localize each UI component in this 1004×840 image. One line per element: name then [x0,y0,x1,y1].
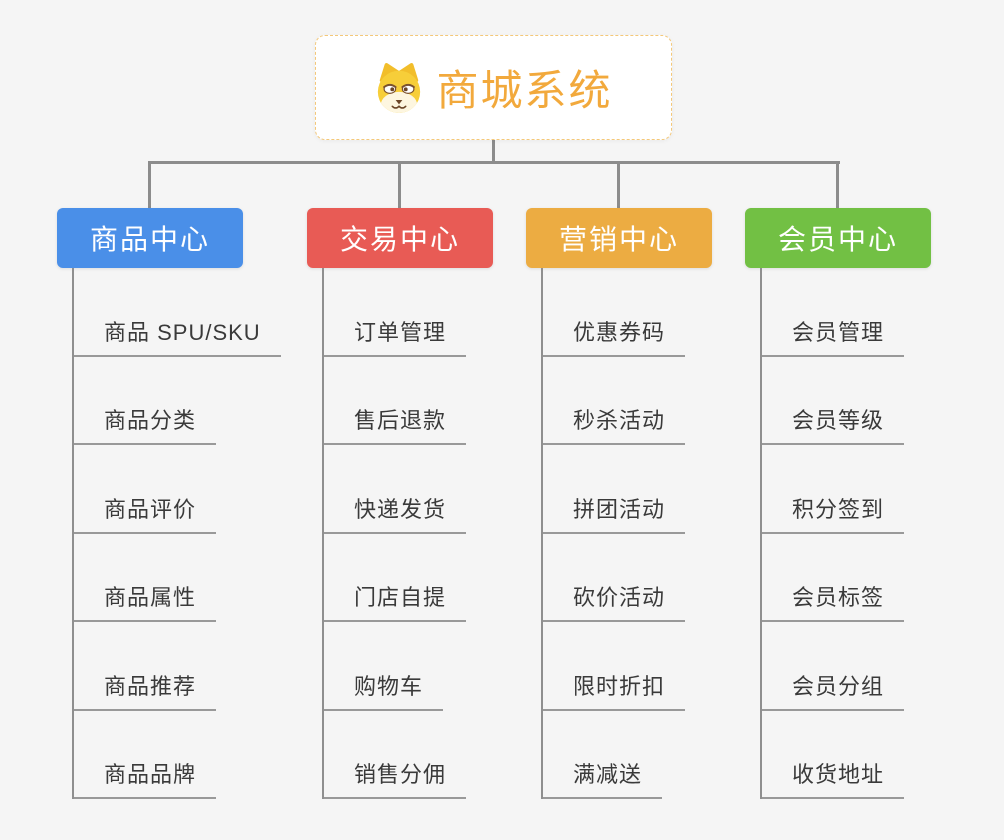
leaf-node[interactable]: 拼团活动 [543,445,686,534]
branch-label: 交易中心 [339,224,460,255]
leaf-node[interactable]: 秒杀活动 [543,357,686,445]
leaf-node[interactable]: 砍价活动 [543,534,686,622]
leaf-node[interactable]: 满减送 [543,711,685,799]
leaf-node[interactable]: 限时折扣 [543,622,686,711]
branch-column-product: 商品中心 商品 SPU/SKU 商品分类 商品评价 商品属性 商品推荐 商品品牌 [57,208,281,799]
dog-face-icon [374,62,424,114]
leaf-node[interactable]: 会员等级 [762,357,905,445]
leaf-node[interactable]: 商品属性 [74,534,281,622]
leaf-node[interactable]: 商品 SPU/SKU [74,268,281,357]
branch-children-trade: 订单管理 售后退款 快递发货 门店自提 购物车 销售分佣 [322,268,467,799]
branch-column-trade: 交易中心 订单管理 售后退款 快递发货 门店自提 购物车 销售分佣 [307,208,493,799]
connector-root-stub [492,139,495,164]
leaf-node[interactable]: 商品分类 [74,357,281,445]
leaf-node[interactable]: 购物车 [324,622,466,711]
branch-children-member: 会员管理 会员等级 积分签到 会员标签 会员分组 收货地址 [760,268,905,799]
root-node[interactable]: 商城系统 [315,35,672,140]
leaf-node[interactable]: 销售分佣 [324,711,467,799]
branch-column-member: 会员中心 会员管理 会员等级 积分签到 会员标签 会员分组 收货地址 [745,208,931,799]
leaf-node[interactable]: 积分签到 [762,445,905,534]
leaf-node[interactable]: 优惠券码 [543,268,686,357]
root-title: 商城系统 [436,67,613,114]
leaf-node[interactable]: 快递发货 [324,445,467,534]
leaf-node[interactable]: 订单管理 [324,268,467,357]
leaf-node[interactable]: 收货地址 [762,711,905,799]
branch-children-product: 商品 SPU/SKU 商品分类 商品评价 商品属性 商品推荐 商品品牌 [72,268,281,799]
branch-label: 商品中心 [89,224,210,255]
branch-node-trade-center[interactable]: 交易中心 [307,208,493,268]
branch-node-member-center[interactable]: 会员中心 [745,208,931,268]
connector-drop-product [148,161,151,209]
branch-label: 会员中心 [777,224,898,255]
branch-node-marketing-center[interactable]: 营销中心 [526,208,712,268]
leaf-node[interactable]: 售后退款 [324,357,467,445]
branch-column-marketing: 营销中心 优惠券码 秒杀活动 拼团活动 砍价活动 限时折扣 满减送 [526,208,712,799]
branch-node-product-center[interactable]: 商品中心 [57,208,243,268]
connector-rail [148,161,840,164]
branch-children-marketing: 优惠券码 秒杀活动 拼团活动 砍价活动 限时折扣 满减送 [541,268,686,799]
branch-label: 营销中心 [558,224,679,255]
connector-drop-marketing [617,161,620,209]
leaf-node[interactable]: 门店自提 [324,534,467,622]
leaf-node[interactable]: 商品推荐 [74,622,281,711]
leaf-node[interactable]: 商品评价 [74,445,281,534]
leaf-node[interactable]: 会员分组 [762,622,905,711]
leaf-node[interactable]: 会员管理 [762,268,905,357]
leaf-node[interactable]: 会员标签 [762,534,905,622]
leaf-node[interactable]: 商品品牌 [74,711,281,799]
connector-drop-trade [398,161,401,209]
connector-drop-member [836,161,839,209]
